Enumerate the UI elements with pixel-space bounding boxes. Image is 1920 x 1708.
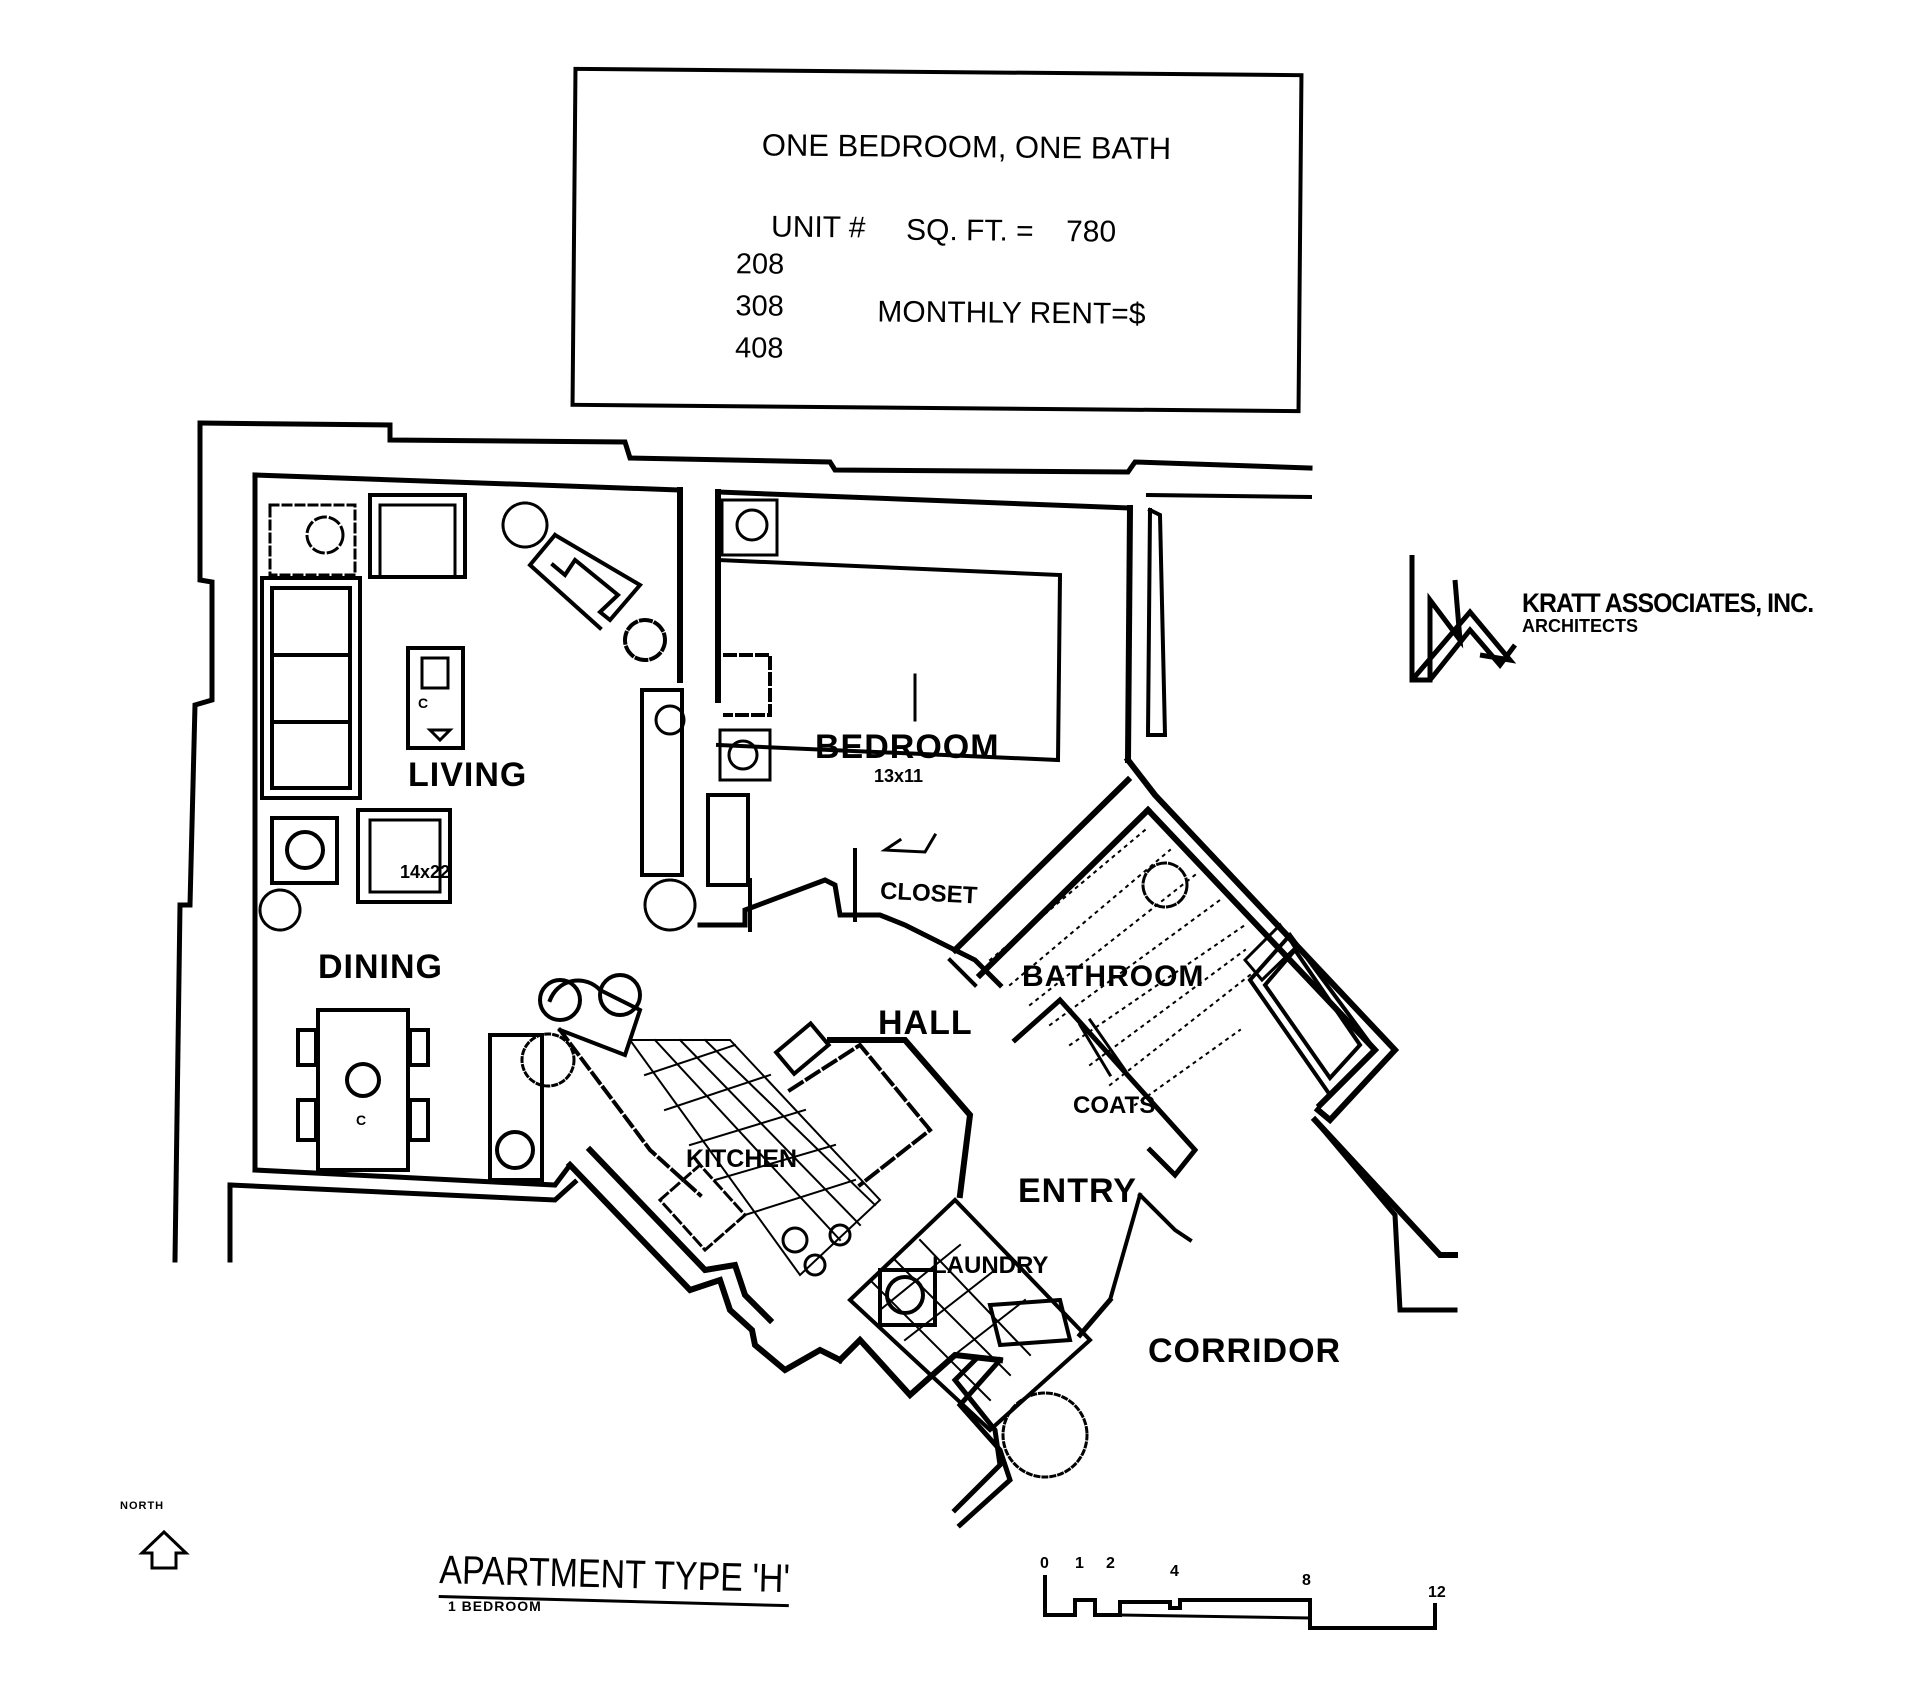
living-dimensions: 14x22 [400,862,451,882]
sofa [260,576,362,800]
room-label-entry: ENTRY [1018,1172,1137,1210]
bedroom-dimensions: 13x11 [874,766,924,786]
room-label-hall: HALL [878,1004,973,1042]
firm-name: KRATT ASSOCIATES, INC. [1522,588,1814,618]
drawing-subtitle: 1 BEDROOM [448,1598,542,1614]
unit-type-title: ONE BEDROOM, ONE BATH [761,127,1172,167]
kratt-logo-icon [1409,555,1517,683]
room-label-bathroom: BATHROOM [1022,960,1205,993]
unit-number: 208 [735,248,785,281]
scale-tick: 1 [1075,1555,1084,1572]
monthly-rent-label: MONTHLY RENT=$ [877,295,1146,331]
room-label-kitchen: KITCHEN [686,1145,798,1173]
scale-tick: 0 [1040,1555,1049,1572]
scale-tick: 2 [1106,1555,1115,1572]
corner-chair [527,532,667,662]
room-label-bedroom: BEDROOM [815,728,1000,766]
bookcase [640,688,684,877]
room-label-closet: CLOSET [879,877,979,910]
room-label-living: LIVING [408,756,528,794]
room-label-laundry: LAUNDRY [932,1252,1049,1279]
scale-bar-icon [1043,1575,1437,1630]
refrigerator [773,1020,832,1077]
corridor-wall [1311,1116,1458,1313]
unit-number: 308 [735,290,784,323]
bed [715,557,1063,763]
coffee-table [406,646,465,750]
bathtub [1247,931,1378,1099]
firm-subtitle: ARCHITECTS [1522,616,1638,636]
unit-info-box: ONE BEDROOM, ONE BATH UNIT # SQ. FT. = 7… [570,66,1304,414]
kitchen-walls [565,1037,1004,1400]
room-label-dining: DINING [318,948,443,986]
scale-tick: 4 [1170,1563,1179,1580]
dining-table [296,1008,430,1172]
plant [258,501,1089,1479]
cooktop-burner [781,1226,809,1254]
north-label: NORTH [120,1500,165,1512]
peninsula [538,973,703,1198]
west-exterior-wall [172,420,215,1263]
scale-tick: 8 [1302,1572,1311,1589]
north-arrow-icon [138,1529,190,1570]
dining-south-wall [252,1161,574,1188]
unit-number: 408 [734,332,784,365]
armchair [268,503,357,577]
entry-door [1137,1192,1193,1243]
sqft-label: SQ. FT. = [905,213,1034,248]
toilet [1242,922,1297,983]
room-label-corridor: CORRIDOR [1148,1332,1342,1370]
coffee-table-label: C [418,695,429,711]
unit-number-label: UNIT # [770,210,866,245]
room-label-coats: COATS [1073,1092,1156,1119]
north-exterior-wall [197,420,1313,475]
laundry-walls [847,1197,1093,1433]
coats-closet [1011,996,1199,1179]
bedroom-south-wall [697,877,1004,989]
sqft-value: 780 [1065,215,1117,249]
scale-tick: 12 [1428,1584,1446,1601]
dining-table-label: C [356,1112,367,1128]
buffet [488,1033,544,1182]
